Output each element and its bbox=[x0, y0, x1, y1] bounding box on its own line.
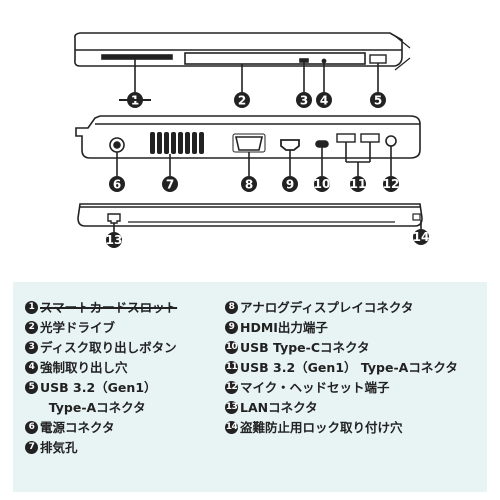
callout-12: 12 bbox=[383, 176, 400, 192]
optical-drive bbox=[184, 52, 366, 65]
callout-5: 5 bbox=[370, 92, 386, 108]
legend-number: 4 bbox=[25, 361, 38, 374]
svg-text:6: 6 bbox=[113, 178, 121, 192]
callout-8: 8 bbox=[241, 176, 257, 192]
svg-text:3: 3 bbox=[300, 94, 308, 108]
svg-text:8: 8 bbox=[245, 178, 253, 192]
svg-text:10: 10 bbox=[314, 177, 331, 191]
usb-c-port bbox=[315, 140, 329, 148]
exhaust-vent bbox=[150, 132, 204, 154]
legend-number: 7 bbox=[25, 441, 38, 454]
legend-number: 10 bbox=[225, 341, 238, 354]
svg-text:2: 2 bbox=[238, 94, 246, 108]
callout-11: 11 bbox=[350, 176, 367, 192]
svg-text:13: 13 bbox=[106, 233, 123, 247]
callout-9: 9 bbox=[282, 176, 298, 192]
svg-text:14: 14 bbox=[413, 230, 430, 244]
legend-label: スマートカードスロット bbox=[40, 300, 178, 315]
legend-label: アナログディスプレイコネクタ bbox=[240, 300, 414, 315]
svg-text:11: 11 bbox=[350, 177, 367, 191]
legend-label: USB 3.2（Gen1） Type-Aコネクタ bbox=[40, 380, 157, 415]
legend-label: ディスク取り出しボタン bbox=[40, 340, 177, 355]
svg-text:9: 9 bbox=[286, 178, 294, 192]
legend-number: 9 bbox=[225, 321, 238, 334]
callout-2: 2 bbox=[234, 92, 250, 108]
hdmi-port bbox=[280, 139, 300, 151]
laptop-side-views: 1 2 3 4 5 6 7 8 9 10 11 12 13 14 bbox=[74, 32, 430, 248]
svg-text:7: 7 bbox=[166, 178, 174, 192]
legend-label: USB 3.2（Gen1） Type-Aコネクタ bbox=[240, 360, 458, 375]
callout-10: 10 bbox=[314, 176, 331, 192]
legend-number: 13 bbox=[225, 401, 238, 414]
right-side-view bbox=[74, 32, 411, 92]
callout-4: 4 bbox=[316, 92, 332, 108]
legend-label: HDMI出力端子 bbox=[240, 320, 328, 335]
legend-label: LANコネクタ bbox=[240, 400, 318, 415]
legend-label: 電源コネクタ bbox=[40, 420, 115, 435]
svg-text:12: 12 bbox=[383, 177, 400, 191]
legend-number: 5 bbox=[25, 381, 38, 394]
security-lock-slot bbox=[412, 213, 421, 221]
legend-number: 14 bbox=[225, 421, 238, 434]
legend-number: 6 bbox=[25, 421, 38, 434]
legend-number: 3 bbox=[25, 341, 38, 354]
svg-text:5: 5 bbox=[374, 94, 382, 108]
callout-14: 14 bbox=[413, 229, 430, 245]
smart-card-slot bbox=[101, 54, 173, 60]
rear-view bbox=[77, 203, 423, 232]
vga-connector bbox=[234, 136, 264, 151]
legend-label: 強制取り出し穴 bbox=[40, 360, 128, 375]
legend-label: 盗難防止用ロック取り付け穴 bbox=[240, 420, 403, 435]
legend-label: 光学ドライブ bbox=[40, 320, 116, 335]
emergency-eject-hole bbox=[321, 58, 327, 64]
callout-7: 7 bbox=[162, 176, 178, 192]
left-side-view bbox=[75, 115, 421, 176]
legend-label: 排気孔 bbox=[40, 440, 78, 455]
lan-port bbox=[107, 213, 121, 224]
legend-number: 8 bbox=[225, 301, 238, 314]
legend-number: 11 bbox=[225, 361, 238, 374]
callout-6: 6 bbox=[109, 176, 125, 192]
callout-3: 3 bbox=[296, 92, 312, 108]
legend-number: 12 bbox=[225, 381, 238, 394]
callout-markers: 1 2 3 4 5 6 7 8 9 10 11 12 13 14 bbox=[106, 92, 430, 248]
callout-13: 13 bbox=[106, 232, 123, 248]
legend-number: 2 bbox=[25, 321, 38, 334]
legend-label: マイク・ヘッドセット端子 bbox=[240, 380, 390, 395]
legend-label: USB Type-Cコネクタ bbox=[240, 340, 370, 355]
callout-1: 1 bbox=[119, 92, 151, 108]
svg-text:4: 4 bbox=[320, 94, 328, 108]
legend-number: 1 bbox=[25, 301, 38, 314]
